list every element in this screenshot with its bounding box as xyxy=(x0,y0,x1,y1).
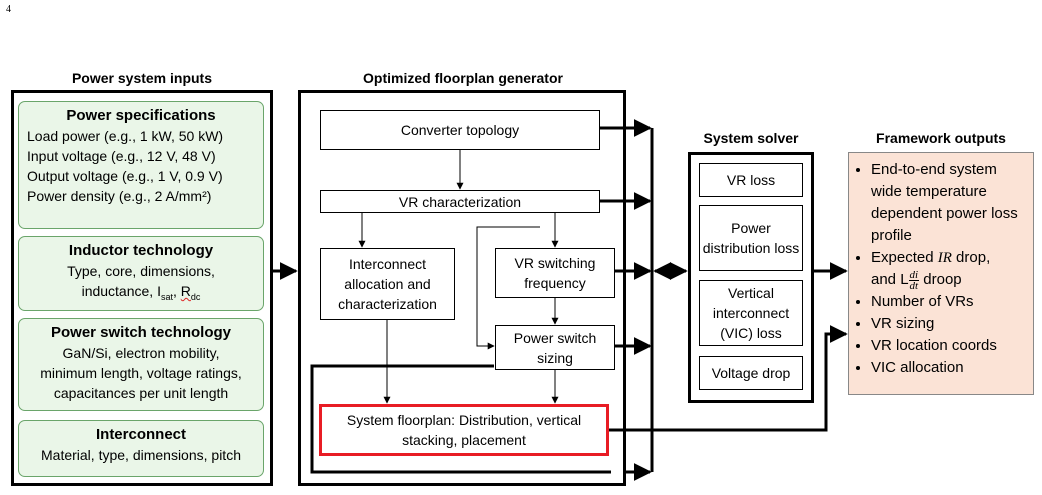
inductor-box: Inductor technology Type, core, dimensio… xyxy=(18,236,264,311)
generator-title: Optimized floorplan generator xyxy=(363,70,563,86)
inductor-line: Type, core, dimensions, xyxy=(67,263,215,279)
converter-topology-box: Converter topology xyxy=(320,110,600,150)
switch-line: GaN/Si, electron mobility, xyxy=(62,345,220,361)
switch-line: minimum length, voltage ratings, xyxy=(40,365,242,381)
interconnect-input-line: Material, type, dimensions, pitch xyxy=(41,447,241,463)
outputs-box: End-to-end system wide temperature depen… xyxy=(848,152,1034,395)
switch-line: capacitances per unit length xyxy=(53,385,229,401)
vr-characterization-box: VR characterization xyxy=(320,190,600,213)
vic-loss-box: Vertical interconnect (VIC) loss xyxy=(699,280,803,346)
generator-frame xyxy=(298,90,626,486)
inductor-title: Inductor technology xyxy=(68,242,214,259)
output-item: VR sizing xyxy=(871,313,1027,335)
interconnect-input-box: Interconnect Material, type, dimensions,… xyxy=(18,420,264,477)
solver-frame xyxy=(688,152,814,403)
switch-title: Power switch technology xyxy=(50,324,232,341)
inputs-frame xyxy=(11,90,273,486)
arrow-floorplan-to-outputs xyxy=(609,325,848,432)
power-distribution-loss-box: Power distribution loss xyxy=(699,205,803,271)
page-number: 4 xyxy=(6,4,11,15)
vr-loss-box: VR loss xyxy=(699,163,803,197)
inputs-title: Power system inputs xyxy=(71,70,213,86)
system-floorplan-box: System floorplan: Distribution, vertical… xyxy=(319,404,609,456)
interconnect-input-title: Interconnect xyxy=(95,426,186,443)
voltage-drop-box: Voltage drop xyxy=(699,356,803,390)
vr-switching-box: VR switching frequency xyxy=(495,248,615,298)
solver-title: System solver xyxy=(703,130,799,146)
power-spec-line: Power density (e.g., 2 A/mm²) xyxy=(27,188,212,204)
output-item: VIC allocation xyxy=(871,357,1027,379)
power-spec-box: Power specifications Load power (e.g., 1… xyxy=(18,101,264,229)
outputs-title: Framework outputs xyxy=(876,130,1006,146)
power-spec-title: Power specifications xyxy=(66,107,216,124)
power-switch-sizing-box: Power switch sizing xyxy=(495,325,615,370)
output-item: Number of VRs xyxy=(871,291,1027,313)
power-spec-line: Output voltage (e.g., 1 V, 0.9 V) xyxy=(27,168,223,184)
power-spec-line: Load power (e.g., 1 kW, 50 kW) xyxy=(27,128,224,144)
interconnect-allocation-box: Interconnect allocation and characteriza… xyxy=(320,248,455,320)
arrow-vrchar-to-switch-sizing xyxy=(476,226,540,350)
power-spec-line: Input voltage (e.g., 12 V, 48 V) xyxy=(27,148,216,164)
switch-box: Power switch technology GaN/Si, electron… xyxy=(18,318,264,411)
arrow-feedback-loop xyxy=(310,364,611,474)
output-item: VR location coords xyxy=(871,335,1027,357)
inductor-line-2: inductance, Isat, Rdc xyxy=(81,283,201,302)
output-item: End-to-end system wide temperature depen… xyxy=(871,159,1027,247)
